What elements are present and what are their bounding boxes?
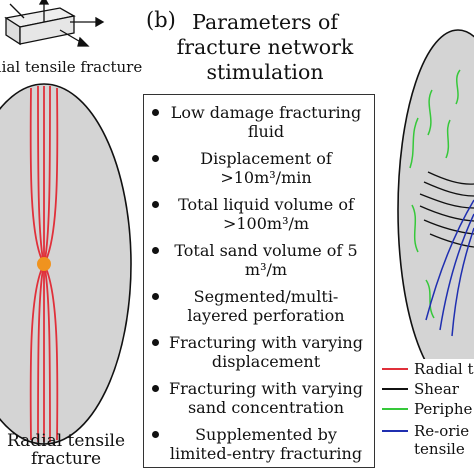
reoriented-fracture-2 <box>439 213 474 331</box>
bullet-icon <box>152 109 159 116</box>
bullet-icon <box>152 431 159 438</box>
shear-fracture-4 <box>419 205 474 222</box>
parameter-text: Total sand volume of 5 m³/m <box>174 241 358 279</box>
peripheral-fracture-1 <box>409 117 419 169</box>
parameter-text: Fracturing with varying displacement <box>169 333 363 371</box>
stress-arrowhead-right <box>95 16 105 28</box>
panel-b-tag: (b) <box>146 8 176 32</box>
panel-a-bottom-caption: Radial tensile fracture <box>0 432 132 468</box>
panel-a-top-caption: dial tensile fracture <box>0 58 143 76</box>
peripheral-fracture-3 <box>445 119 451 159</box>
parameter-text: Total liquid volume of >100m³/m <box>178 195 354 233</box>
peripheral-fracture-2 <box>427 89 433 136</box>
bullet-icon <box>152 293 159 300</box>
peripheral-fracture-6 <box>455 69 461 105</box>
perforation-point <box>37 257 51 271</box>
legend-swatch <box>382 368 408 370</box>
stress-arrowhead-down-right <box>77 36 90 47</box>
legend-item-reoriented: Re-orie <box>378 421 474 441</box>
stimulated-zone-c <box>397 29 474 391</box>
legend-label: Radial t <box>414 360 474 378</box>
parameter-text: Fracturing with varying sand concentrati… <box>169 379 363 417</box>
reoriented-fractures <box>425 199 474 337</box>
bullet-icon <box>152 247 159 254</box>
shear-fracture-5 <box>423 219 474 235</box>
parameter-text: Supplemented by limited-entry fracturing <box>169 425 363 463</box>
shear-fracture-2 <box>423 181 474 197</box>
wellbore-sketch <box>4 0 105 47</box>
legend-swatch <box>382 388 408 390</box>
parameter-text: Low damage fracturing fluid <box>170 103 362 141</box>
bullet-icon <box>152 201 159 208</box>
legend-item-shear: Shear <box>378 379 474 399</box>
reoriented-fracture-3 <box>451 227 474 337</box>
legend-label: Re-orie <box>414 422 470 440</box>
panel-a-caption-line2: fracture <box>30 449 102 469</box>
shear-fracture-6 <box>429 233 474 248</box>
panel-b-title: Parameters of fracture network stimulati… <box>176 10 354 84</box>
reoriented-fracture-1 <box>425 199 474 321</box>
legend-item-radial: Radial t <box>378 359 474 379</box>
peripheral-fracture-4 <box>411 204 419 253</box>
legend-item-peripheral: Periphe <box>378 399 474 419</box>
stress-arrow-up-left <box>9 3 25 19</box>
legend-label: Periphe <box>414 400 473 418</box>
stimulated-zone-a <box>0 83 132 445</box>
stress-arrowhead-up <box>38 0 50 5</box>
legend-label: Shear <box>414 380 459 398</box>
parameter-text: Segmented/multi-layered perforation <box>187 287 345 325</box>
wellbore-box-side <box>19 15 75 45</box>
shear-fracture-1 <box>427 171 474 185</box>
panel-a-caption-line1: Radial tensile <box>6 431 126 451</box>
bullet-icon <box>152 385 159 392</box>
parameter-list-box: Low damage fracturing fluid Displacement… <box>143 94 375 468</box>
legend-swatch <box>382 408 408 410</box>
legend-swatch <box>382 430 408 432</box>
peripheral-fracture-5 <box>425 279 435 319</box>
bullet-icon <box>152 339 159 346</box>
fracture-legend: Radial t Shear Periphe Re-orie tensile <box>378 359 474 474</box>
parameter-text: Displacement of >10m³/min <box>200 149 332 187</box>
bullet-icon <box>152 155 159 162</box>
peripheral-fractures <box>409 69 461 319</box>
legend-item-reoriented-line2: tensile <box>378 439 474 459</box>
legend-label: tensile <box>414 440 465 458</box>
